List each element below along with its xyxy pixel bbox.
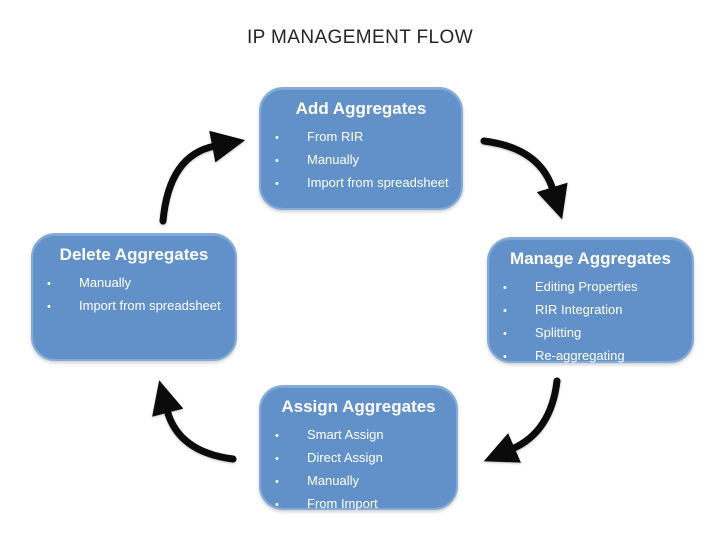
- bullet-dot: •: [275, 178, 279, 190]
- bullet-dot: •: [47, 278, 51, 290]
- bullet-item: • Smart Assign: [273, 424, 452, 447]
- node-title: Assign Aggregates: [281, 397, 436, 416]
- arrow-assign-to-delete-icon: [152, 380, 237, 463]
- bullet-dot: •: [275, 476, 279, 488]
- bullet-dot: •: [503, 305, 507, 317]
- bullet-text: Manually: [307, 473, 360, 488]
- bullet-item: • Direct Assign: [273, 447, 452, 470]
- bullet-text: Manually: [79, 275, 132, 290]
- arrow-manage-to-assign-icon: [483, 377, 561, 463]
- bullet-dot: •: [275, 430, 279, 442]
- bullet-list: • Editing Properties • RIR Integration • Sp…: [489, 276, 692, 368]
- bullet-text: From Import: [307, 496, 378, 511]
- bullet-dot: •: [275, 132, 279, 144]
- bullet-text: Import from spreadsheet: [307, 175, 449, 190]
- bullet-item: • Manually: [273, 149, 457, 172]
- bullet-text: From RIR: [307, 129, 364, 144]
- slide-title: IP MANAGEMENT FLOW: [246, 27, 474, 48]
- bullet-item: • From Import: [273, 493, 452, 516]
- bullet-item: • Import from spreadsheet: [273, 172, 457, 195]
- node-title: Delete Aggregates: [59, 245, 209, 264]
- bullet-list: • From RIR • Manually • Import from spreads…: [261, 126, 461, 195]
- bullet-item: • Import from spreadsheet: [45, 295, 231, 318]
- bullet-text: Splitting: [535, 325, 582, 340]
- bullet-text: Smart Assign: [307, 427, 384, 442]
- bullet-text: Import from spreadsheet: [79, 298, 221, 313]
- bullet-item: • Manually: [45, 272, 231, 295]
- bullet-dot: •: [503, 351, 507, 363]
- bullet-item: • RIR Integration: [501, 299, 688, 322]
- bullet-item: • Re-aggregating: [501, 345, 688, 368]
- bullet-dot: •: [47, 301, 51, 313]
- arrow-delete-to-add-icon: [159, 130, 246, 225]
- bullet-item: • From RIR: [273, 126, 457, 149]
- bullet-list: • Smart Assign • Direct Assign • Manually •…: [261, 424, 456, 516]
- node-add-aggregates: Add Aggregates • From RIR • Manually • Impo…: [259, 87, 463, 210]
- bullet-dot: •: [275, 155, 279, 167]
- node-title: Add Aggregates: [295, 99, 427, 118]
- bullet-list: • Manually • Import from spreadsheet: [33, 272, 235, 318]
- bullet-item: • Splitting: [501, 322, 688, 345]
- bullet-text: Manually: [307, 152, 360, 167]
- node-assign-aggregates: Assign Aggregates • Smart Assign • Direct …: [259, 385, 458, 511]
- node-manage-aggregates: Manage Aggregates • Editing Properties • R…: [487, 237, 694, 363]
- bullet-text: Editing Properties: [535, 279, 638, 294]
- bullet-text: RIR Integration: [535, 302, 623, 317]
- bullet-item: • Manually: [273, 470, 452, 493]
- bullet-dot: •: [503, 282, 507, 294]
- bullet-dot: •: [275, 499, 279, 511]
- bullet-dot: •: [275, 453, 279, 465]
- bullet-item: • Editing Properties: [501, 276, 688, 299]
- bullet-text: Direct Assign: [307, 450, 383, 465]
- bullet-text: Re-aggregating: [535, 348, 625, 363]
- bullet-dot: •: [503, 328, 507, 340]
- node-title: Manage Aggregates: [510, 249, 671, 268]
- arrow-add-to-manage-icon: [480, 137, 568, 220]
- node-delete-aggregates: Delete Aggregates • Manually • Import from…: [31, 233, 237, 361]
